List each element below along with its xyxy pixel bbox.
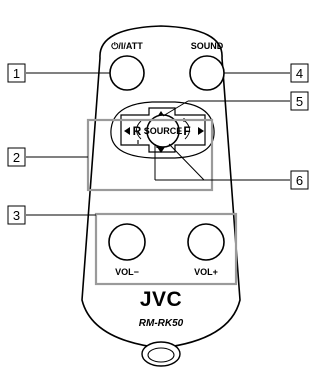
strap-hole-inner — [147, 347, 175, 363]
callout-number-3: 3 — [13, 208, 20, 223]
callout-leaders — [26, 72, 290, 216]
down-arrow-icon — [157, 147, 165, 153]
vol-minus-button[interactable] — [108, 223, 146, 261]
right-arrow-icon — [198, 127, 204, 135]
model-label: RM-RK50 — [139, 318, 184, 329]
callout-box-6 — [290, 170, 309, 190]
callout-box-4 — [290, 63, 309, 83]
remote-body — [81, 25, 241, 349]
dpad-group-highlight — [86, 118, 214, 192]
volume-group-highlight — [94, 212, 238, 286]
callout-box-3 — [7, 205, 26, 225]
vol-minus-label: VOL− — [115, 267, 139, 277]
vol-plus-label: VOL+ — [194, 267, 218, 277]
left-label: R — [133, 124, 142, 138]
callout-number-6: 6 — [296, 173, 303, 188]
power-att-label: ⏻/I/ATT — [111, 41, 143, 51]
sound-button[interactable] — [189, 55, 225, 91]
callout-number-1: 1 — [13, 66, 20, 81]
callout-box-5 — [290, 91, 309, 111]
brand-logo: JVC — [140, 288, 182, 311]
callout-box-1 — [7, 63, 26, 83]
power-att-button[interactable] — [109, 55, 145, 91]
callout-number-2: 2 — [13, 150, 20, 165]
callout-box-2 — [7, 147, 26, 167]
left-arrow-icon — [124, 127, 130, 135]
right-label: F — [183, 124, 190, 138]
vol-plus-button[interactable] — [187, 223, 225, 261]
callout-number-5: 5 — [296, 94, 303, 109]
callout-number-4: 4 — [296, 66, 303, 81]
source-label: SOURCE — [144, 126, 183, 136]
pad-inner-guide — [136, 120, 190, 140]
source-button[interactable] — [146, 114, 180, 148]
sound-label: SOUND — [191, 41, 224, 51]
